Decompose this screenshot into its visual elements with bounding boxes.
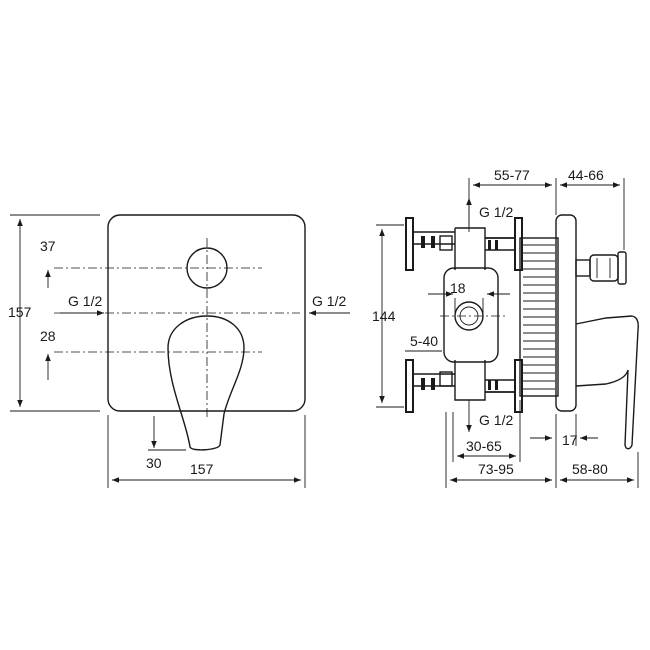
lever-handle xyxy=(167,315,245,451)
dim-top-offset-label: 37 xyxy=(40,238,56,254)
dim-total-depth: 73-95 xyxy=(445,412,557,488)
lever-side xyxy=(575,315,639,450)
dim-total-depth-label: 73-95 xyxy=(478,461,514,477)
dim-top-depth-label: 55-77 xyxy=(494,167,530,183)
inlet-right-label: G 1/2 xyxy=(312,293,346,309)
dim-top-cap-label: 44-66 xyxy=(568,167,604,183)
dim-top-cap: 44-66 xyxy=(560,167,625,250)
diverter-knob-side xyxy=(575,251,627,285)
dim-plate: 17 xyxy=(530,414,598,448)
dim-side-height-label: 144 xyxy=(372,308,396,324)
outlet-bottom: G 1/2 xyxy=(466,400,513,432)
wall-plate xyxy=(555,214,577,412)
dim-pipe-range: 5-40 xyxy=(405,333,442,352)
dim-lever-bottom-label: 30 xyxy=(146,455,162,471)
dim-port: 18 xyxy=(428,280,510,316)
fitting-top xyxy=(405,217,523,271)
dim-lever-offset-label: 28 xyxy=(40,328,56,344)
inlet-left: G 1/2 xyxy=(60,293,104,316)
dim-front-height-label: 157 xyxy=(8,304,32,320)
outlet-bottom-label: G 1/2 xyxy=(479,412,513,428)
outlet-top-label: G 1/2 xyxy=(479,204,513,220)
dim-projection-label: 58-80 xyxy=(572,461,608,477)
fitting-bottom xyxy=(405,359,523,413)
dim-port-label: 18 xyxy=(450,280,466,296)
threaded-sleeve xyxy=(519,237,559,397)
dim-plate-label: 17 xyxy=(562,432,578,448)
inlet-right: G 1/2 xyxy=(309,293,350,316)
dim-projection: 58-80 xyxy=(560,452,639,488)
dim-pipe-range-label: 5-40 xyxy=(410,333,438,349)
dim-front-width: 157 xyxy=(107,415,306,488)
dim-body-depth: 30-65 xyxy=(452,400,521,462)
dim-front-height: 157 xyxy=(8,214,100,412)
dim-side-height: 144 xyxy=(372,224,404,408)
dim-top-offset: 37 xyxy=(40,238,56,288)
dim-body-depth-label: 30-65 xyxy=(466,438,502,454)
dim-lever-offset: 28 xyxy=(40,328,56,380)
dim-top-depth: 55-77 xyxy=(468,167,557,232)
inlet-left-label: G 1/2 xyxy=(68,293,102,309)
front-view: 157 37 28 G 1/2 G 1/2 30 xyxy=(8,214,350,488)
dim-lever-bottom: 30 xyxy=(146,416,186,471)
valve-body xyxy=(454,227,516,401)
side-view: 55-77 44-66 G 1/2 144 18 xyxy=(372,167,639,488)
outlet-top: G 1/2 xyxy=(466,198,513,228)
valve-housing xyxy=(443,267,499,363)
dim-front-width-label: 157 xyxy=(190,461,214,477)
